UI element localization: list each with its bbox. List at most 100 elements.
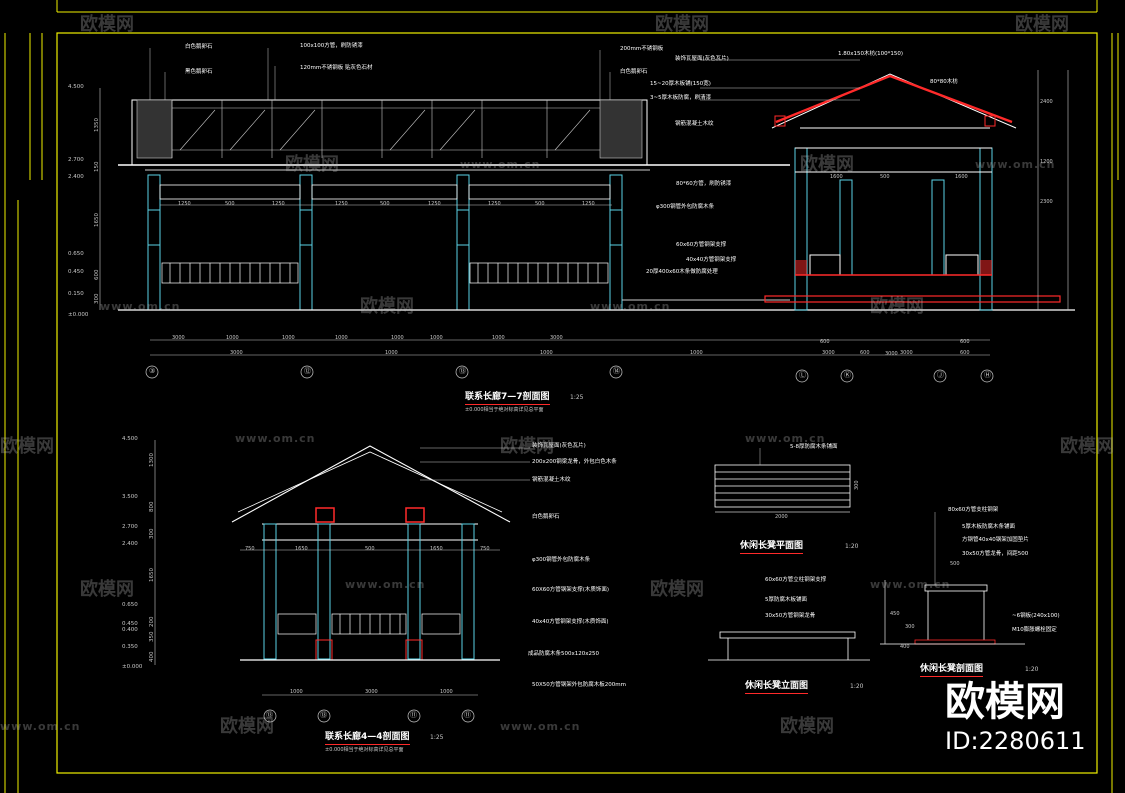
drawing-title: 休闲长凳剖面图 (920, 665, 984, 677)
annotation-label: 80x60方管支柱钢架 (948, 507, 999, 513)
level-mark: 0.150 (68, 291, 84, 297)
drawing-note: ±0.000相当于绝对标高详见总平面 (325, 747, 404, 753)
drawing-title: 休闲长凳平面图 (740, 542, 804, 554)
dimension-text: 750 (245, 546, 255, 552)
pavilion-section (764, 73, 1061, 311)
dimension-text: 300 (854, 480, 860, 490)
dimension-text: 1000 (690, 350, 703, 356)
dimension-text: 2300 (1040, 199, 1053, 205)
drawing-scale: 1:25 (430, 734, 444, 741)
dimension-text: 3000 (365, 689, 378, 695)
annotation-label: 60x60方管钢架支撑 (676, 242, 727, 248)
dimension-text: 800 (149, 501, 155, 513)
annotation-label: 5厚防腐木板铺面 (765, 597, 807, 603)
axis-bubble-label: Ⓛ (799, 371, 806, 379)
dimension-text: 3000 (172, 335, 185, 341)
annotation-label: 40x40方管钢架支撑 (686, 257, 737, 263)
level-mark: 0.650 (122, 602, 138, 608)
annotation-label: 30x50方管龙骨，间距500 (962, 551, 1029, 557)
annotation-label: 50X50方管钢架外包防腐木板200mm (532, 682, 626, 688)
drawing-scale: 1:20 (1025, 666, 1039, 673)
drawing-title: 联系长廊4—4剖面图 (325, 733, 410, 745)
dimension-text: 500 (535, 201, 545, 207)
dimension-text: 1350 (94, 118, 100, 132)
dimension-text: 1650 (149, 568, 155, 582)
dimension-text: 500 (365, 546, 375, 552)
dimension-text: 1250 (178, 201, 191, 207)
dimension-text: 1000 (391, 335, 404, 341)
watermark-url: www.om.cn (500, 720, 581, 733)
watermark-logo: 欧模网 (655, 14, 709, 35)
annotation-label: 钢筋混凝土木纹 (532, 477, 571, 483)
dimension-text: 600 (960, 350, 970, 356)
annotation-label: 15~20厚木板铺(150宽) (650, 81, 711, 87)
dimension-text: 1000 (335, 335, 348, 341)
dimension-text: 3000 (822, 350, 835, 356)
level-mark: ±0.000 (122, 664, 143, 670)
annotation-label: φ300钢管外包防腐木条 (532, 557, 591, 563)
level-mark: 0.450 (68, 269, 84, 275)
level-mark: 2.400 (68, 174, 84, 180)
watermark-url: www.om.cn (235, 432, 316, 445)
drawing-note: ±0.000相当于绝对标高详见总平面 (465, 407, 544, 413)
axis-bubble-label: ⑬ (459, 367, 466, 375)
axis-bubble-label: ⑬ (320, 711, 327, 719)
watermark-url: www.om.cn (745, 432, 826, 445)
dimension-text: 1250 (582, 201, 595, 207)
axis-bubble-label: Ⓗ (984, 371, 991, 379)
watermark-url: www.om.cn (0, 720, 81, 733)
level-mark: ±0.000 (68, 312, 89, 318)
level-mark: 3.500 (122, 494, 138, 500)
watermark-logo: 欧模网 (360, 296, 414, 317)
watermark-logo: 欧模网 (1015, 14, 1069, 35)
dimension-text: 1250 (488, 201, 501, 207)
watermark-url: www.om.cn (590, 300, 671, 313)
dimension-text: 600 (860, 350, 870, 356)
axis-bubble-label: ⑭ (613, 367, 620, 375)
annotation-label: 200x200钢梁龙骨，外包白色木条 (532, 459, 617, 465)
brand-block: 欧模网 ID:2280611 (945, 680, 1086, 756)
axis-bubble-label: ③ (149, 367, 156, 375)
dimension-text: 3000 (550, 335, 563, 341)
dimension-text: 1200 (1040, 159, 1053, 165)
dimension-text: 500 (950, 561, 960, 567)
watermark-logo: 欧模网 (285, 154, 339, 175)
annotation-label: 白色鹅卵石 (185, 44, 213, 50)
brand-logo: 欧模网 (945, 679, 1065, 725)
watermark-logo: 欧模网 (870, 296, 924, 317)
annotation-label: 200mm不锈钢板 (620, 46, 664, 52)
annotation-label: 5-8厚防腐木条铺面 (790, 444, 838, 450)
bench-elevation (708, 631, 870, 661)
watermark-logo: 欧模网 (220, 716, 274, 737)
annotation-label: 40x40方管钢架支撑(木质饰面) (532, 619, 609, 625)
dimension-text: 1600 (955, 174, 968, 180)
annotation-label: 方钢管40x40钢架加固垫片 (962, 537, 1029, 543)
annotation-label: 钢筋混凝土木纹 (675, 121, 714, 127)
watermark-url: www.om.cn (975, 158, 1056, 171)
watermark-logo: 欧模网 (500, 436, 554, 457)
drawing-title: 联系长廊7—7剖面图 (465, 393, 550, 405)
corridor-section-44 (154, 440, 511, 723)
dimension-text: 1250 (428, 201, 441, 207)
dimension-text: 300 (149, 528, 155, 540)
annotation-label: 1.80x150木枋(100*150) (838, 51, 904, 57)
axis-bubble-label: Ⓙ (937, 371, 944, 379)
dimension-text: 3000 (900, 350, 913, 356)
annotation-label: 100x100方管，刷防锈漆 (300, 43, 363, 49)
watermark-logo: 欧模网 (80, 14, 134, 35)
annotation-label: 黑色鹅卵石 (185, 69, 213, 75)
dimension-text: 3000 (230, 350, 243, 356)
annotation-label: 120mm不锈钢板 贴灰色石材 (300, 65, 373, 71)
annotation-label: 成品防腐木条500x120x250 (528, 651, 600, 657)
watermark-logo: 欧模网 (1060, 436, 1114, 457)
brand-id: ID:2280611 (945, 727, 1086, 755)
watermark-url: www.om.cn (870, 578, 951, 591)
dimension-text: 1000 (440, 689, 453, 695)
annotation-label: 白色鹅卵石 (532, 514, 560, 520)
dimension-text: 1000 (492, 335, 505, 341)
drawing-scale: 1:25 (570, 394, 584, 401)
level-mark: 4.500 (68, 84, 84, 90)
dimension-text: 1250 (272, 201, 285, 207)
dimension-text: 600 (820, 339, 830, 345)
